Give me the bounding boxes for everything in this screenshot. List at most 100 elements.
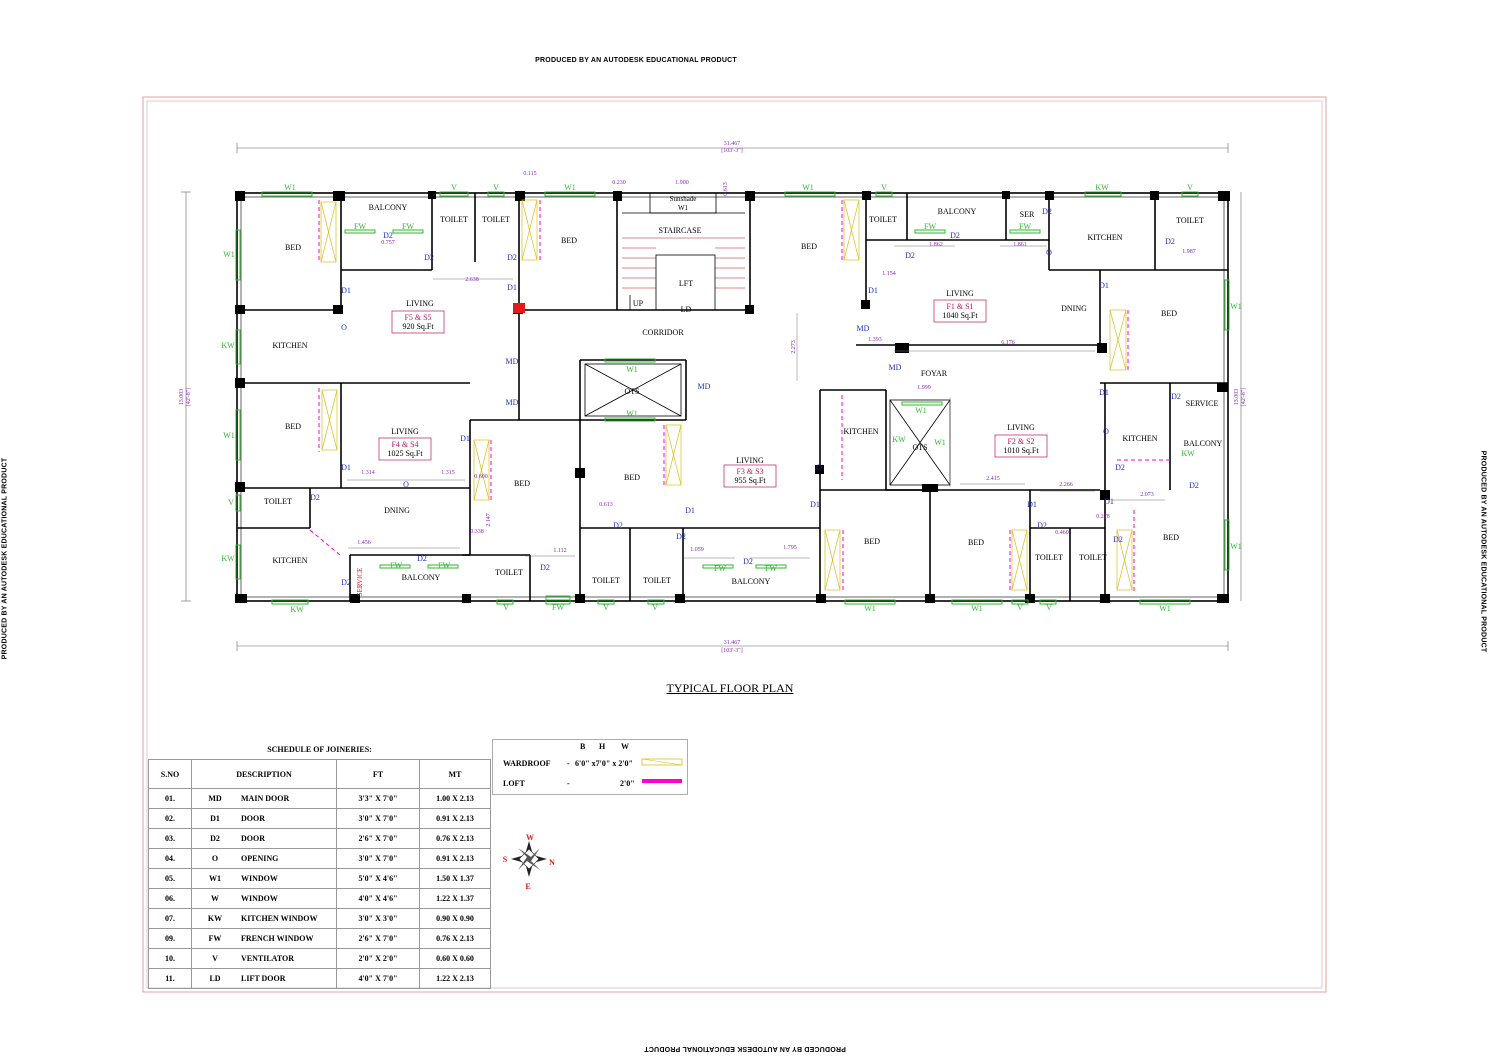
tag-kw: KW (221, 341, 235, 350)
tag-w1: W1 (223, 431, 235, 440)
legend-col-h: H (599, 742, 606, 751)
tag-kw: KW (221, 554, 235, 563)
interior-dimensions (347, 245, 1165, 559)
schedule-name: DOOR (238, 808, 337, 829)
schedule-ft: 4'0" X 4'6" (336, 888, 420, 909)
tag-w1: W1 (626, 365, 638, 374)
tag-v: V (1046, 603, 1052, 612)
tag-d1: D1 (507, 283, 517, 292)
tag-w1: W1 (223, 250, 235, 259)
dim-230: 0.230 (612, 180, 626, 186)
compass (511, 841, 547, 877)
room-balcony-c: BALCONY (938, 207, 977, 216)
schedule-mt: 0.60 X 0.60 (419, 948, 491, 969)
tag-d1: D1 (1027, 500, 1037, 509)
room-living-c: LIVING (946, 289, 974, 298)
dim-overall-depth-left-ft: [42'-8"] (186, 388, 192, 407)
schedule-name: KITCHEN WINDOW (238, 908, 337, 929)
room-living-f: LIVING (736, 456, 764, 465)
sheet-border-outer (142, 96, 1327, 993)
tag-d2: D2 (507, 253, 517, 262)
schedule-mt: 1.22 X 1.37 (419, 888, 491, 909)
legend-wardroof-swatch (641, 758, 683, 766)
room-balcony-d: BALCONY (1184, 439, 1223, 448)
tag-d2: D2 (540, 563, 550, 572)
schedule-mt: 1.00 X 2.13 (419, 788, 491, 809)
dim-2415: 2.415 (986, 476, 1000, 482)
room-up: UP (633, 299, 644, 308)
tag-v: V (1017, 603, 1023, 612)
schedule-code: O (191, 848, 238, 869)
schedule-ft: 4'0" X 7'0" (336, 968, 420, 989)
watermark-right: PRODUCED BY AN AUTODESK EDUCATIONAL PROD… (1479, 450, 1487, 653)
room-toilet-e: TOILET (264, 497, 292, 506)
tag-d1: D1 (460, 434, 470, 443)
tag-w1: W1 (864, 604, 876, 613)
room-dning-c: DNING (1061, 304, 1087, 313)
room-living-a: LIVING (406, 299, 434, 308)
tag-w1: W1 (1230, 542, 1242, 551)
tag-v: V (603, 603, 609, 612)
unit-f1: F1 & S1 (946, 302, 973, 311)
unit-tags: F5 & S5 920 Sq.Ft F1 & S1 1040 Sq.Ft F4 … (378, 299, 1048, 488)
room-kitchen-e: KITCHEN (843, 427, 878, 436)
tag-kw: KW (290, 605, 304, 614)
schedule-ft: 2'6" X 7'0" (336, 828, 420, 849)
dim-1059: 1.059 (690, 547, 704, 553)
room-balcony-e: BALCONY (402, 573, 441, 582)
schedule-name: DOOR (238, 828, 337, 849)
room-kitchen-c: KITCHEN (1087, 233, 1122, 242)
tag-md: MD (506, 398, 519, 407)
schedule-mt: 0.76 X 2.13 (419, 928, 491, 949)
room-bed-c: BED (801, 242, 817, 251)
tag-o: O (341, 323, 347, 332)
schedule-code: LD (191, 968, 238, 989)
red-column (513, 303, 525, 313)
unit-f4: F4 & S4 (391, 440, 418, 449)
tag-w1: W1 (564, 183, 576, 192)
schedule-sno: 02. (148, 808, 192, 829)
tag-d1: D1 (341, 286, 351, 295)
header-description: DESCRIPTION (191, 759, 337, 789)
room-ld: LD (681, 305, 692, 314)
compass-labels: W S N E (503, 833, 555, 891)
wardrobes (320, 199, 1133, 591)
room-bed-b: BED (561, 236, 577, 245)
tag-d1: D1 (685, 506, 695, 515)
legend-loft-size: 2'0" (620, 779, 635, 788)
joinery-schedule: SCHEDULE OF JOINERIES: S.NO DESCRIPTION … (148, 739, 491, 989)
tag-o: O (403, 480, 409, 489)
schedule-name: FRENCH WINDOW (238, 928, 337, 949)
dim-115: 0.115 (523, 171, 536, 177)
room-sunshade: Sunshade (670, 195, 697, 203)
sheet-border-inner (146, 100, 1323, 989)
plan-title: TYPICAL FLOOR PLAN (666, 681, 794, 695)
compass-north: N (549, 858, 555, 867)
schedule-sno: 09. (148, 928, 192, 949)
tag-fw: FW (714, 564, 726, 573)
room-service-d: SERVICE (1186, 399, 1219, 408)
room-corridor: CORRIDOR (642, 328, 684, 337)
tag-o: O (1103, 427, 1109, 436)
tag-d1: D1 (810, 500, 820, 509)
room-bed-h: BED (864, 537, 880, 546)
tag-d2: D2 (1115, 463, 1125, 472)
ots-shafts (584, 363, 951, 486)
dim-overall-depth-left: 13.003 (179, 389, 185, 406)
schedule-name: MAIN DOOR (238, 788, 337, 809)
tag-v: V (451, 183, 457, 192)
unit-f2: F2 & S2 (1007, 437, 1034, 446)
header-mt: MT (419, 759, 491, 789)
dim-2147: 2.147 (486, 513, 492, 527)
schedule-code: V (191, 948, 238, 969)
door-tags: D2 D2 D2 D1 D1 O MD MD MD MD MD D1 D2 D2… (310, 207, 1199, 587)
tag-d2: D2 (1042, 207, 1052, 216)
legend: B H W WARDROOF - 6'0" x7'0" x 2'0" LOFT … (492, 739, 688, 795)
schedule-code: W1 (191, 868, 238, 889)
tag-md: MD (698, 382, 711, 391)
tag-w1: W1 (915, 406, 927, 415)
unit-f2-area: 1010 Sq.Ft (1003, 446, 1039, 455)
